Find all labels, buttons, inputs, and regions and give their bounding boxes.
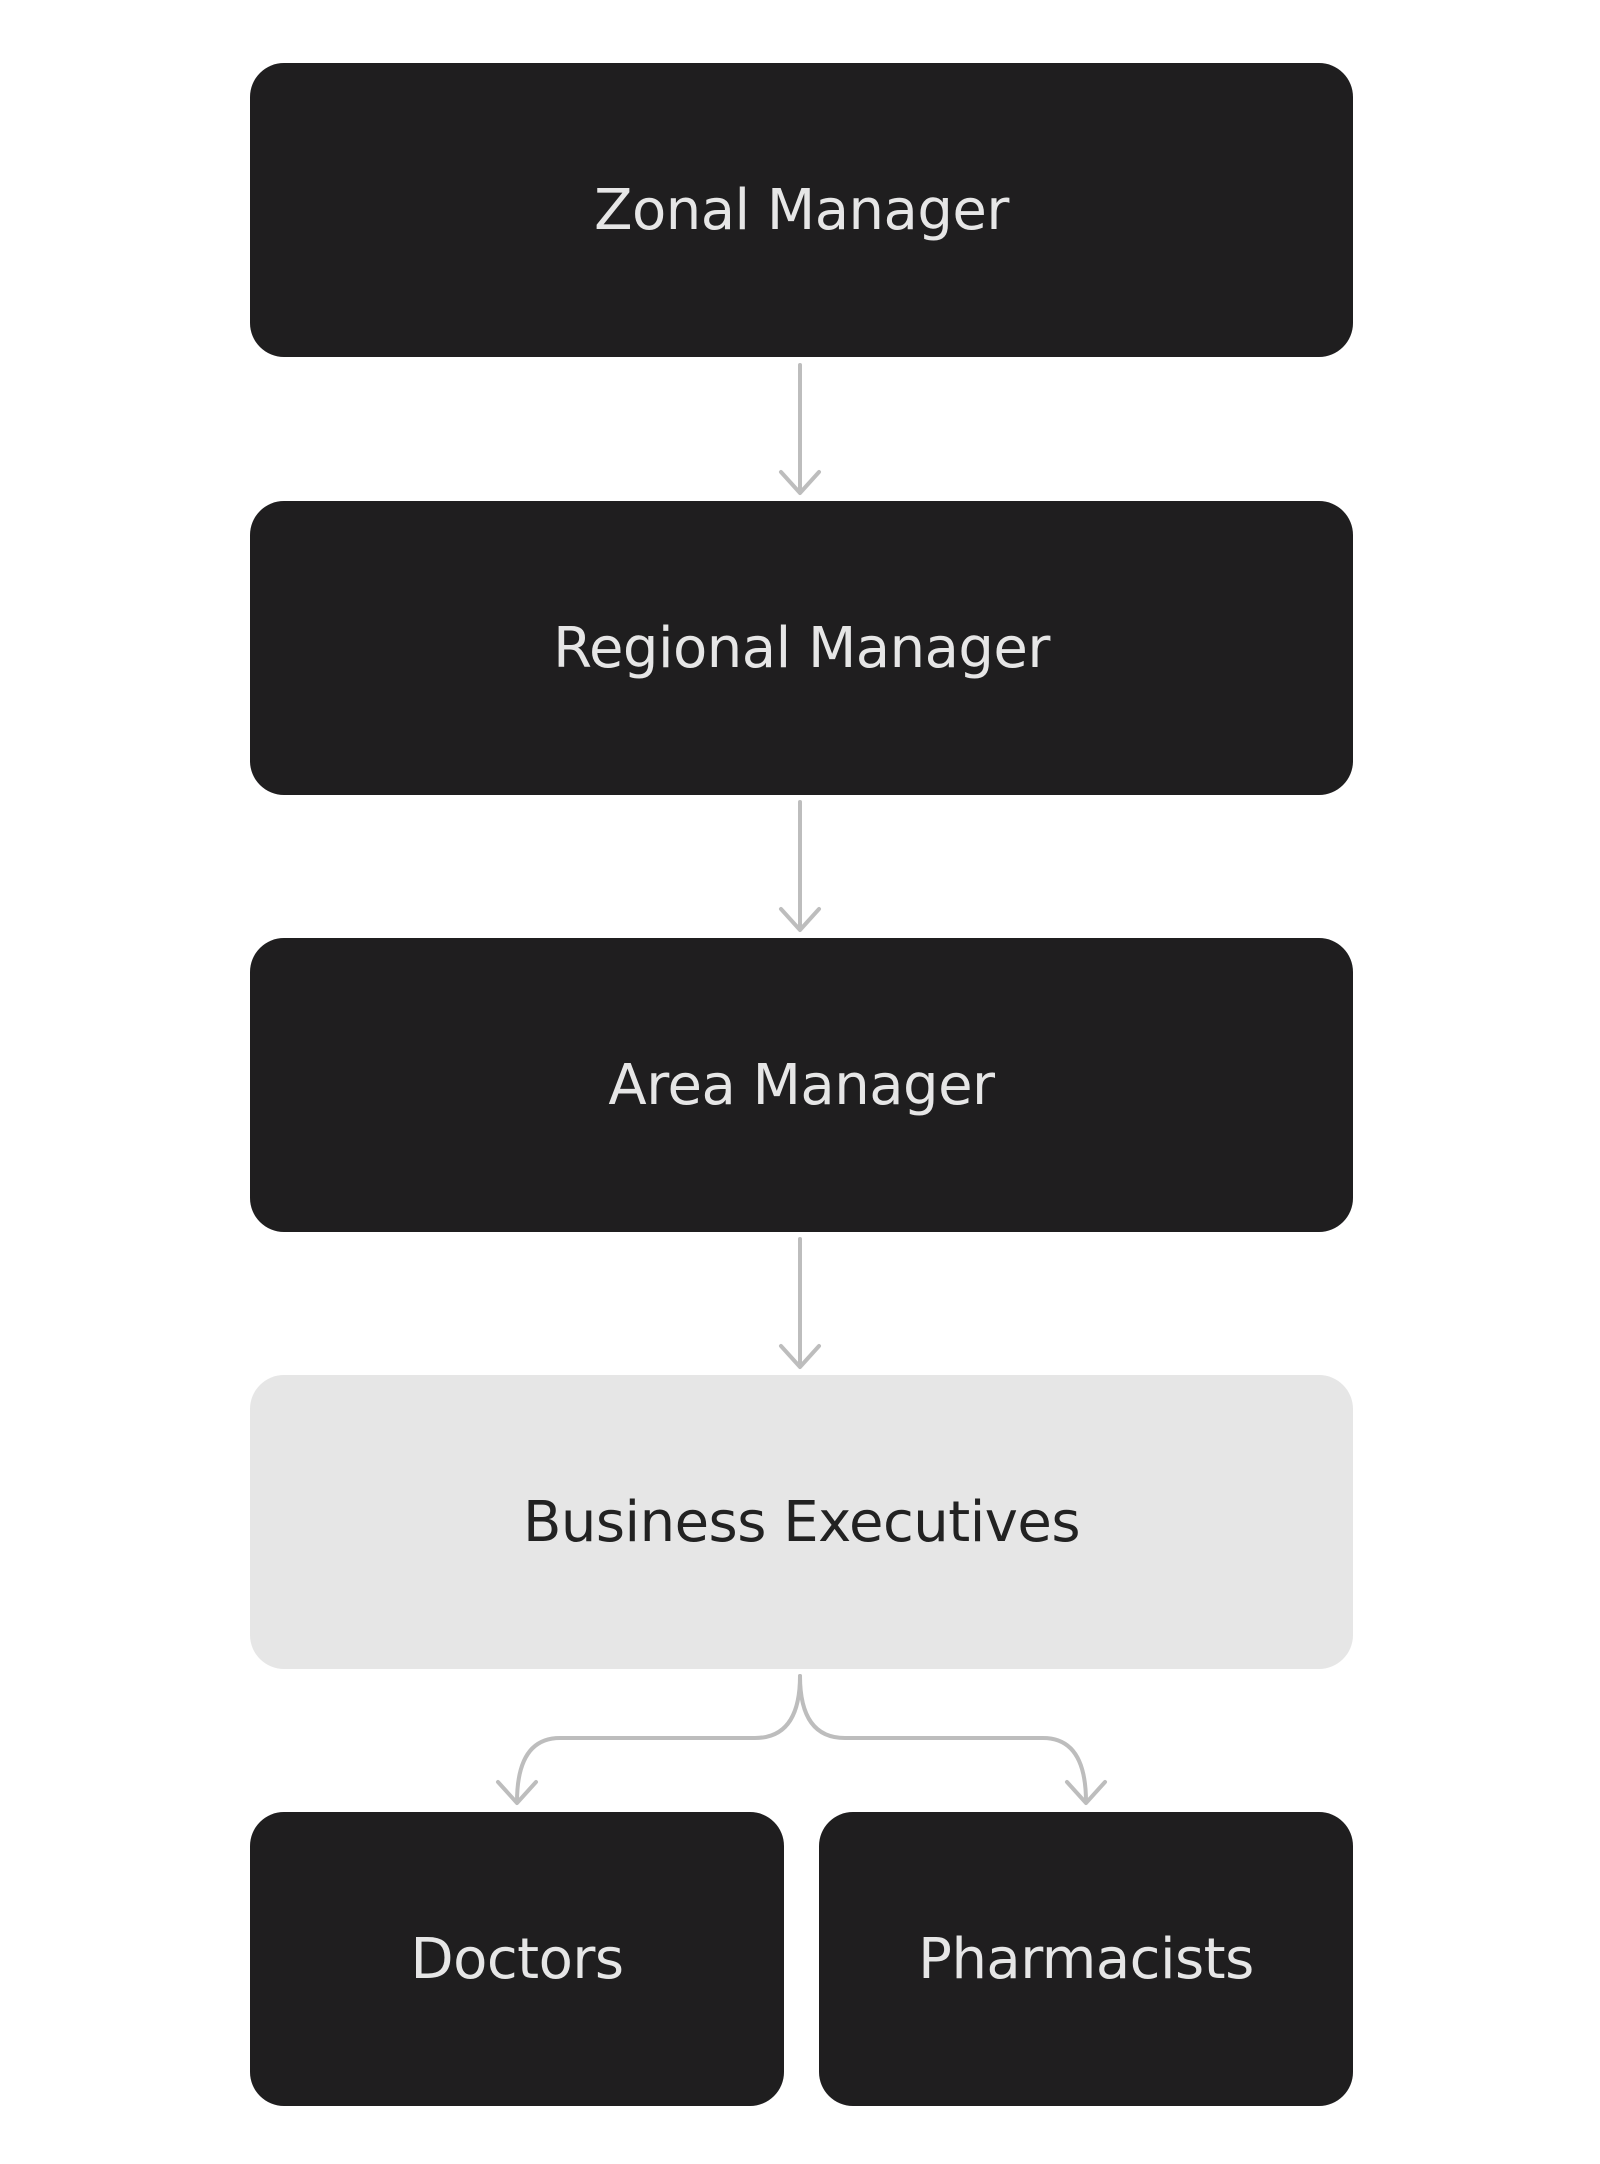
- arrow-area-to-business: [779, 1237, 821, 1369]
- node-label: Business Executives: [522, 1489, 1081, 1555]
- arrow-head: [779, 907, 821, 932]
- arrow-head: [779, 1344, 821, 1369]
- node-doctors: Doctors: [250, 1812, 784, 2106]
- node-label: Zonal Manager: [594, 177, 1009, 243]
- node-pharmacists: Pharmacists: [819, 1812, 1353, 2106]
- arrow-business-to-pharmacists: [798, 1674, 1107, 1805]
- node-regional-manager: Regional Manager: [250, 501, 1353, 795]
- node-label: Regional Manager: [553, 615, 1050, 681]
- node-label: Area Manager: [608, 1052, 995, 1118]
- node-zonal-manager: Zonal Manager: [250, 63, 1353, 357]
- arrow-head: [779, 470, 821, 495]
- node-business-executives: Business Executives: [250, 1375, 1353, 1669]
- arrow-regional-to-area: [779, 800, 821, 932]
- node-label: Doctors: [410, 1926, 624, 1992]
- node-label: Pharmacists: [918, 1926, 1254, 1992]
- arrow-head: [496, 1780, 538, 1805]
- node-area-manager: Area Manager: [250, 938, 1353, 1232]
- arrow-line: [515, 1674, 802, 1804]
- arrow-zonal-to-regional: [779, 363, 821, 495]
- arrow-head: [1065, 1780, 1107, 1805]
- arrow-business-to-doctors: [496, 1674, 802, 1805]
- arrow-line: [798, 1674, 1088, 1804]
